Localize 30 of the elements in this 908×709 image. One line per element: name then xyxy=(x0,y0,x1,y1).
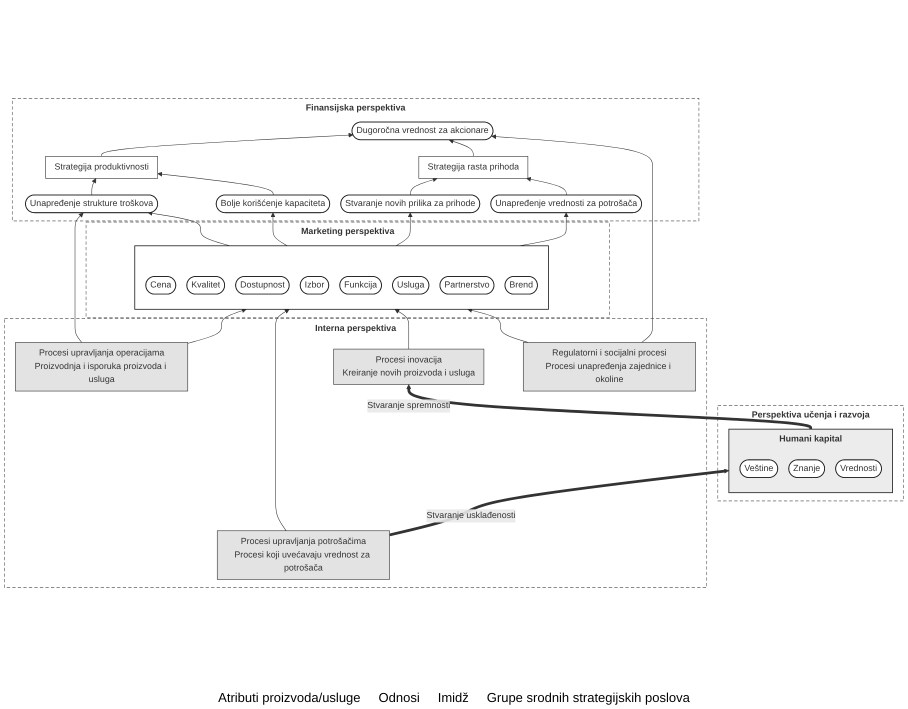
edge-label: Stvaranje usklađenosti xyxy=(426,510,516,520)
note-text: Grupe srodnih strategijskih poslova xyxy=(486,690,690,705)
arrow xyxy=(491,134,653,343)
arrow xyxy=(270,212,288,246)
arrow xyxy=(396,212,413,246)
cluster xyxy=(134,245,549,310)
arrow xyxy=(148,210,230,246)
arrow xyxy=(526,176,567,196)
arrow xyxy=(92,178,96,196)
note-text: Odnosi xyxy=(378,690,420,705)
node-box: Procesi inovacija Kreiranje novih proizvoda i usluga xyxy=(333,348,484,385)
arrow xyxy=(188,308,247,344)
note-text: Imidž xyxy=(438,690,469,705)
arrow xyxy=(74,212,84,343)
node-box: Strategija rasta prihoda xyxy=(418,156,528,179)
node-box: Procesi upravljanja potrošačima Procesi koji uvećavaju vrednost za potrošača xyxy=(216,530,390,580)
arrow xyxy=(389,468,730,536)
arrow xyxy=(410,177,438,196)
arrow xyxy=(275,309,290,532)
arrow xyxy=(394,309,410,350)
node-box: Procesi upravljanja operacijama Proizvodnja i isporuka proizvoda i usluga xyxy=(15,342,188,392)
arrow xyxy=(406,384,812,430)
edge-label: Stvaranje spremnosti xyxy=(367,400,450,410)
arrow xyxy=(448,139,474,157)
arrow xyxy=(467,308,528,343)
node-box: Regulatorni i socijalni procesi Procesi unapređenja zajednice i okoline xyxy=(522,342,696,392)
arrow xyxy=(101,132,354,157)
arrow xyxy=(157,172,274,196)
node-box: Strategija produktivnosti xyxy=(45,156,158,179)
note-text: Atributi proizvoda/usluge xyxy=(218,690,361,705)
